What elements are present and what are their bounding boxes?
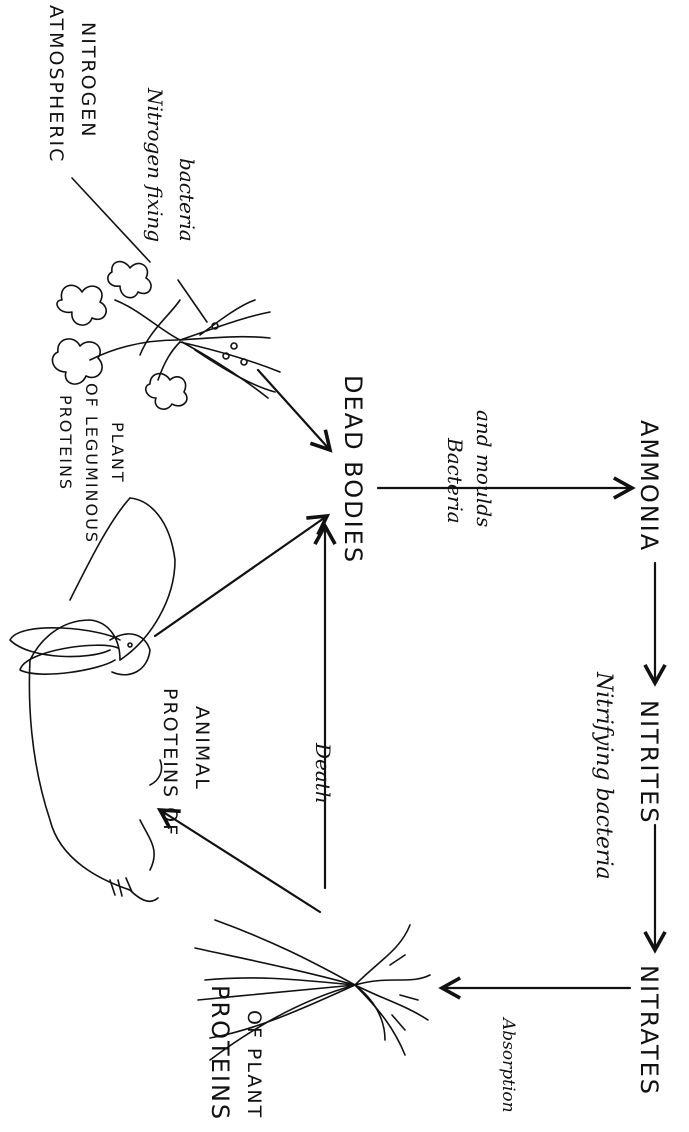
label-nitrites: NITRITES: [635, 700, 663, 825]
arrow-legume-to-dead-bodies: [258, 370, 330, 450]
label-nitrogen-fixing: Nitrogen fixing: [143, 87, 167, 242]
label-animal: ANIMAL: [191, 706, 213, 791]
label-fixing-bacteria: bacteria: [175, 158, 199, 242]
label-atmospheric: ATMOSPHERIC: [45, 5, 67, 163]
label-proteins-of-animal: PROTEINS OF: [159, 688, 181, 837]
label-proteins-legume-1: PROTEINS: [56, 395, 75, 491]
label-proteins-legume-2: OF LEGUMINOUS: [82, 383, 101, 544]
label-absorption: Absorption: [498, 1016, 518, 1113]
label-dead-bodies: DEAD BODIES: [339, 375, 367, 564]
label-death: Death: [311, 742, 335, 804]
arrow-animal-to-dead-bodies: [155, 516, 327, 636]
line-fixing-to-nodules: [178, 280, 207, 322]
line-atmospheric-to-fixing: [72, 178, 150, 262]
label-proteins-legume-3: PLANT: [108, 422, 127, 484]
rabbit-drawing: [10, 498, 175, 901]
label-ammonia: AMMONIA: [635, 420, 663, 552]
label-nitrates: NITRATES: [635, 965, 663, 1096]
label-nitrifying-bacteria: Nitrifying bacteria: [591, 671, 616, 880]
label-nitrogen: NITROGEN: [77, 22, 99, 139]
label-and-moulds: and moulds: [472, 410, 496, 527]
arrow-plant-to-animal: [160, 810, 320, 912]
label-bacteria: Bacteria: [443, 437, 467, 524]
